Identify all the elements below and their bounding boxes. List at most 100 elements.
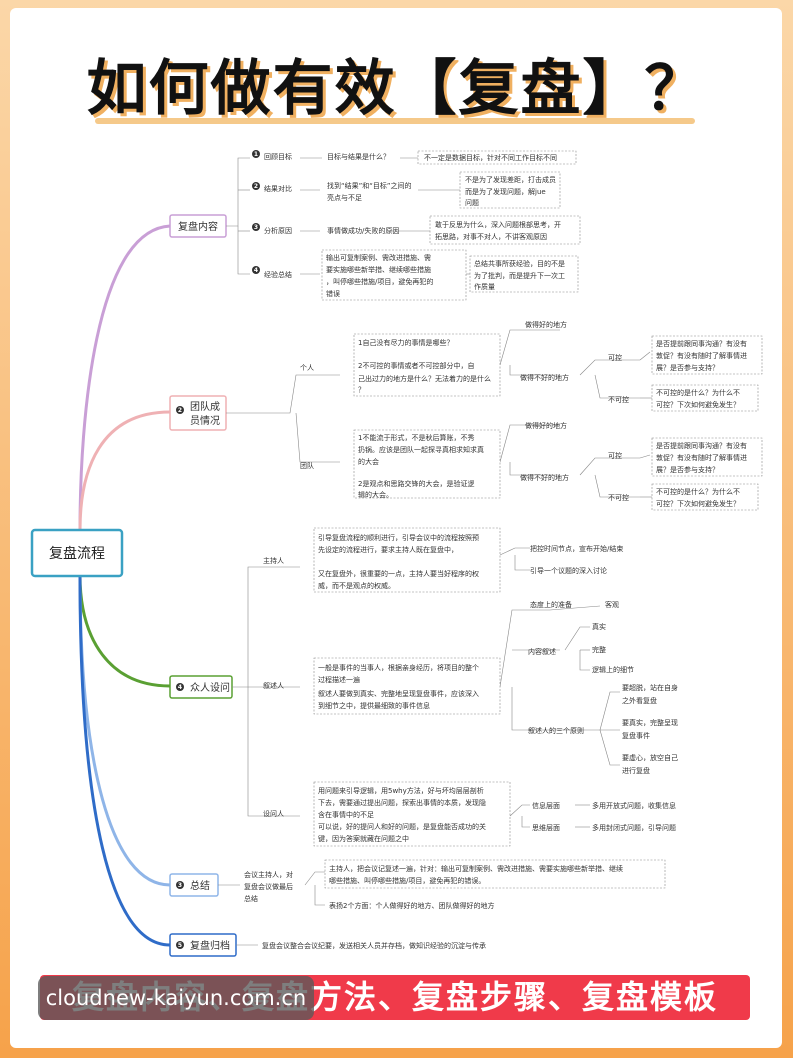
branch-line-archive [78,574,171,947]
content-item-2-label: 结果对比 [264,184,292,193]
content-item-2: 2 结果对比 找到“结果”和“目标”之间的 亮点与不足 不是为了发现差距，打击成… [252,171,561,209]
ask-host-task-1: 把控时间节点，宣布开始/结束 [530,544,623,553]
branch-team-label-2: 员情况 [190,414,220,427]
branch-content-label: 复盘内容 [178,220,218,233]
title-underline [95,118,695,124]
content-item-1: 1 回顾目标 目标与结果是什么？ 不一定是数据目标，针对不同工作目标不同 [252,150,577,165]
svg-text:？: ？ [358,386,365,394]
svg-text:过程描述一遍: 过程描述一遍 [318,675,360,684]
svg-text:主持人，把会议记复述一遍，针对：输出可复制案例、需改进措施、: 主持人，把会议记复述一遍，针对：输出可复制案例、需改进措施、需要实施哪些新举措、… [329,864,623,873]
ask-principle-1: 要超脱，站在自身 之外看复盘 [622,683,678,705]
svg-text:3: 3 [254,224,258,231]
svg-text:2是观点和思路交锋的大会，是验证逻: 2是观点和思路交锋的大会，是验证逻 [358,479,474,488]
content-item-2-desc-1: 找到“结果”和“目标”之间的 [327,181,412,190]
summary-left: 会议主持人，对 复盘会议做最后 总结 [244,870,293,903]
ask-host: 主持人 [263,556,284,565]
svg-text:复盘会议做最后: 复盘会议做最后 [244,882,293,891]
ask-info: 信息层面 [532,801,560,810]
svg-text:敦促？有没有随时了解事情进: 敦促？有没有随时了解事情进 [656,453,747,462]
branch-content: 复盘内容 [169,214,227,238]
content-item-4-note-1: 总结共事所获经验，目的不是 [474,259,565,268]
content-item-4-desc-4: 错误 [326,289,340,298]
svg-text:扔锅。应该是团队一起探寻真相求知求真: 扔锅。应该是团队一起探寻真相求知求真 [358,445,484,454]
content-item-4: 4 经验总结 输出可复制案例、需改进措施、需 要实施哪些新举措、继续哪些措施 ，… [252,249,579,301]
branch-team-label-1: 团队成 [190,400,220,413]
branch-line-summary [78,574,171,887]
team-ind-unctrl-q: 不可控的是什么？为什么不 可控？下次如何避免发生？ [651,384,759,412]
watermark: cloudnew-kaiyun.com.cn [38,976,314,1020]
svg-text:4: 4 [254,267,258,274]
content-item-4-desc-2: 要实施哪些新举措、继续哪些措施 [326,265,431,274]
branch-line-ask [78,574,171,688]
summary-note: 表扬2个方面：个人做得好的地方、团队做得好的地方 [329,901,494,910]
content-item-2-note-1: 不是为了发现差距，打击成员 [465,175,556,184]
branch-archive: 5 复盘归档 [169,933,237,957]
svg-text:威，而不是观点的权威。: 威，而不是观点的权威。 [318,581,395,590]
svg-text:2: 2 [254,183,258,190]
svg-text:可控？下次如何避免发生？: 可控？下次如何避免发生？ [656,400,740,409]
svg-text:含在事情中的不足: 含在事情中的不足 [318,810,374,819]
svg-text:是否提前跟同事沟通？有没有: 是否提前跟同事沟通？有没有 [656,441,747,450]
svg-text:哪些措施、叫停哪些措施/项目，避免再犯的错误。: 哪些措施、叫停哪些措施/项目，避免再犯的错误。 [329,876,485,885]
team-ind-unctrl: 不可控 [608,395,629,404]
content-item-1-desc: 目标与结果是什么？ [327,152,390,161]
branch-ask-num: 4 [178,684,182,691]
content-item-3: 3 分析原因 事情做成功/失败的原因 敢于反思为什么，深入问题根部思考，开 拓思… [252,215,581,245]
branch-summary-label: 总结 [190,879,210,892]
svg-text:之外看复盘: 之外看复盘 [622,696,657,705]
branch-line-content [78,224,171,531]
team-grp-ctrl: 可控 [608,451,622,460]
svg-text:可控？下次如何避免发生？: 可控？下次如何避免发生？ [656,499,740,508]
svg-text:下去，需要通过提出问题，探索出事情的本质，发现隐: 下去，需要通过提出问题，探索出事情的本质，发现隐 [318,798,486,807]
svg-text:己出过力的地方是什么？无法着力的是什么: 己出过力的地方是什么？无法着力的是什么 [358,374,491,383]
content-item-3-note-1: 敢于反思为什么，深入问题根部思考，开 [435,220,561,229]
ask-host-task-2: 引导一个议题的深入讨论 [530,566,607,575]
ask-open-q: 多用开放式问题，收集信息 [592,801,676,810]
svg-text:1自己没有尽力的事情是哪些？: 1自己没有尽力的事情是哪些？ [358,338,453,347]
team-group-box: 1不能流于形式，不是秋后算账，不秀 扔锅。应该是团队一起探寻真相求知求真 的大会… [353,429,501,499]
branch-archive-num: 5 [178,942,182,949]
svg-text:展？是否参与支持？: 展？是否参与支持？ [656,363,719,372]
content-item-4-label: 经验总结 [264,270,292,279]
branch-line-team [78,410,171,531]
ask-narrator-box: 一般是事件的当事人，根据亲身经历，将项目的整个 过程描述一遍 叙述人要做到真实、… [313,657,501,715]
ask-questioner: 设问人 [263,809,284,818]
content-item-3-note-2: 拓思路，对事不对人，不讲客观原因 [435,232,547,241]
svg-text:的大会: 的大会 [358,457,379,466]
content-item-1-note: 不一定是数据目标，针对不同工作目标不同 [424,153,557,162]
svg-text:不可控的是什么？为什么不: 不可控的是什么？为什么不 [656,487,740,496]
ask-objective: 客观 [605,600,619,609]
branch-team-num: 2 [178,407,182,414]
svg-text:又在复盘外，很重要的一点，主持人要当好程序的权: 又在复盘外，很重要的一点，主持人要当好程序的权 [318,569,479,578]
svg-text:2不可控的事情或者不可控部分中，自: 2不可控的事情或者不可控部分中，自 [358,361,474,370]
content-item-1-label: 回顾目标 [264,152,292,161]
svg-text:复盘事件: 复盘事件 [622,731,650,740]
root-node [30,528,124,578]
branch-team: 2 团队成 员情况 [169,395,227,431]
ask-true: 真实 [592,622,606,631]
team-grp-ctrl-q: 是否提前跟同事沟通？有没有 敦促？有没有随时了解事情进 展？是否参与支持？ [651,437,763,477]
svg-text:要真实，完整呈现: 要真实，完整呈现 [622,718,678,727]
ask-host-box: 引导复盘流程的顺利进行，引导会议中的流程按照预 先设定的流程进行，要求主持人既在… [313,527,501,593]
svg-text:叙述人要做到真实、完整地呈现复盘事件，应该深入: 叙述人要做到真实、完整地呈现复盘事件，应该深入 [318,689,479,698]
ask-principle-2: 要真实，完整呈现 复盘事件 [622,718,678,740]
branch-ask-label: 众人设问 [190,681,230,694]
summary-box: 主持人，把会议记复述一遍，针对：输出可复制案例、需改进措施、需要实施哪些新举措、… [324,859,666,889]
ask-content-desc: 内容叙述 [528,647,556,656]
content-item-4-note-2: 为了批判，而是提升下一次工 [474,271,565,280]
team-ind-bad: 做得不好的地方 [520,373,569,382]
svg-text:要虚心，放空自己: 要虚心，放空自己 [622,753,678,762]
branch-ask: 4 众人设问 [169,675,233,699]
svg-text:进行复盘: 进行复盘 [622,766,650,775]
team-individual: 个人 [300,364,314,372]
team-individual-box: 1自己没有尽力的事情是哪些？ 2不可控的事情或者不可控部分中，自 己出过力的地方… [353,333,501,397]
ask-thought: 思维层面 [532,823,560,832]
svg-text:辑的大会。: 辑的大会。 [358,490,393,499]
team-group: 团队 [300,461,314,470]
ask-complete: 完整 [592,645,606,654]
team-grp-bad: 做得不好的地方 [520,473,569,482]
team-grp-good: 做得好的地方 [525,421,567,430]
content-item-4-desc-3: ，叫停哪些措施/项目，避免再犯的 [326,277,433,286]
svg-text:是否提前跟同事沟通？有没有: 是否提前跟同事沟通？有没有 [656,339,747,348]
